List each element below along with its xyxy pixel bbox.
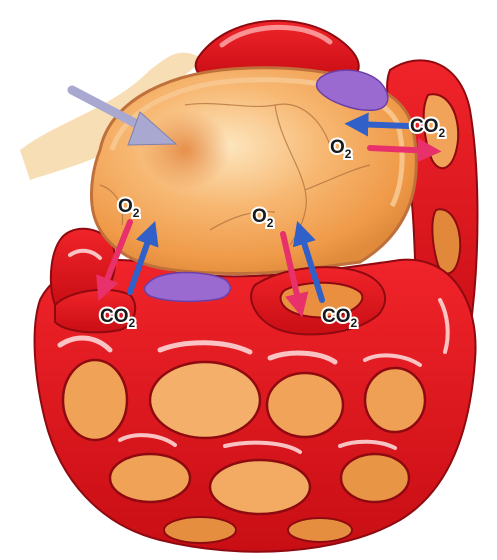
mesh-hole-1: [63, 360, 127, 440]
o2-arrow-icon: [370, 148, 432, 151]
cell-nucleus-lower: [144, 273, 230, 302]
alveolus-glow: [140, 110, 230, 190]
co2-arrow-icon: [354, 124, 408, 126]
mesh-hole-8: [164, 517, 236, 543]
mesh-hole-5: [110, 454, 190, 502]
mesh-hole-3: [267, 373, 343, 437]
mesh-hole-7: [341, 454, 409, 502]
mesh-hole-2: [150, 362, 260, 438]
mesh-hole-9: [288, 518, 352, 542]
mesh-hole-6: [210, 460, 310, 514]
mesh-hole-4: [365, 368, 425, 432]
